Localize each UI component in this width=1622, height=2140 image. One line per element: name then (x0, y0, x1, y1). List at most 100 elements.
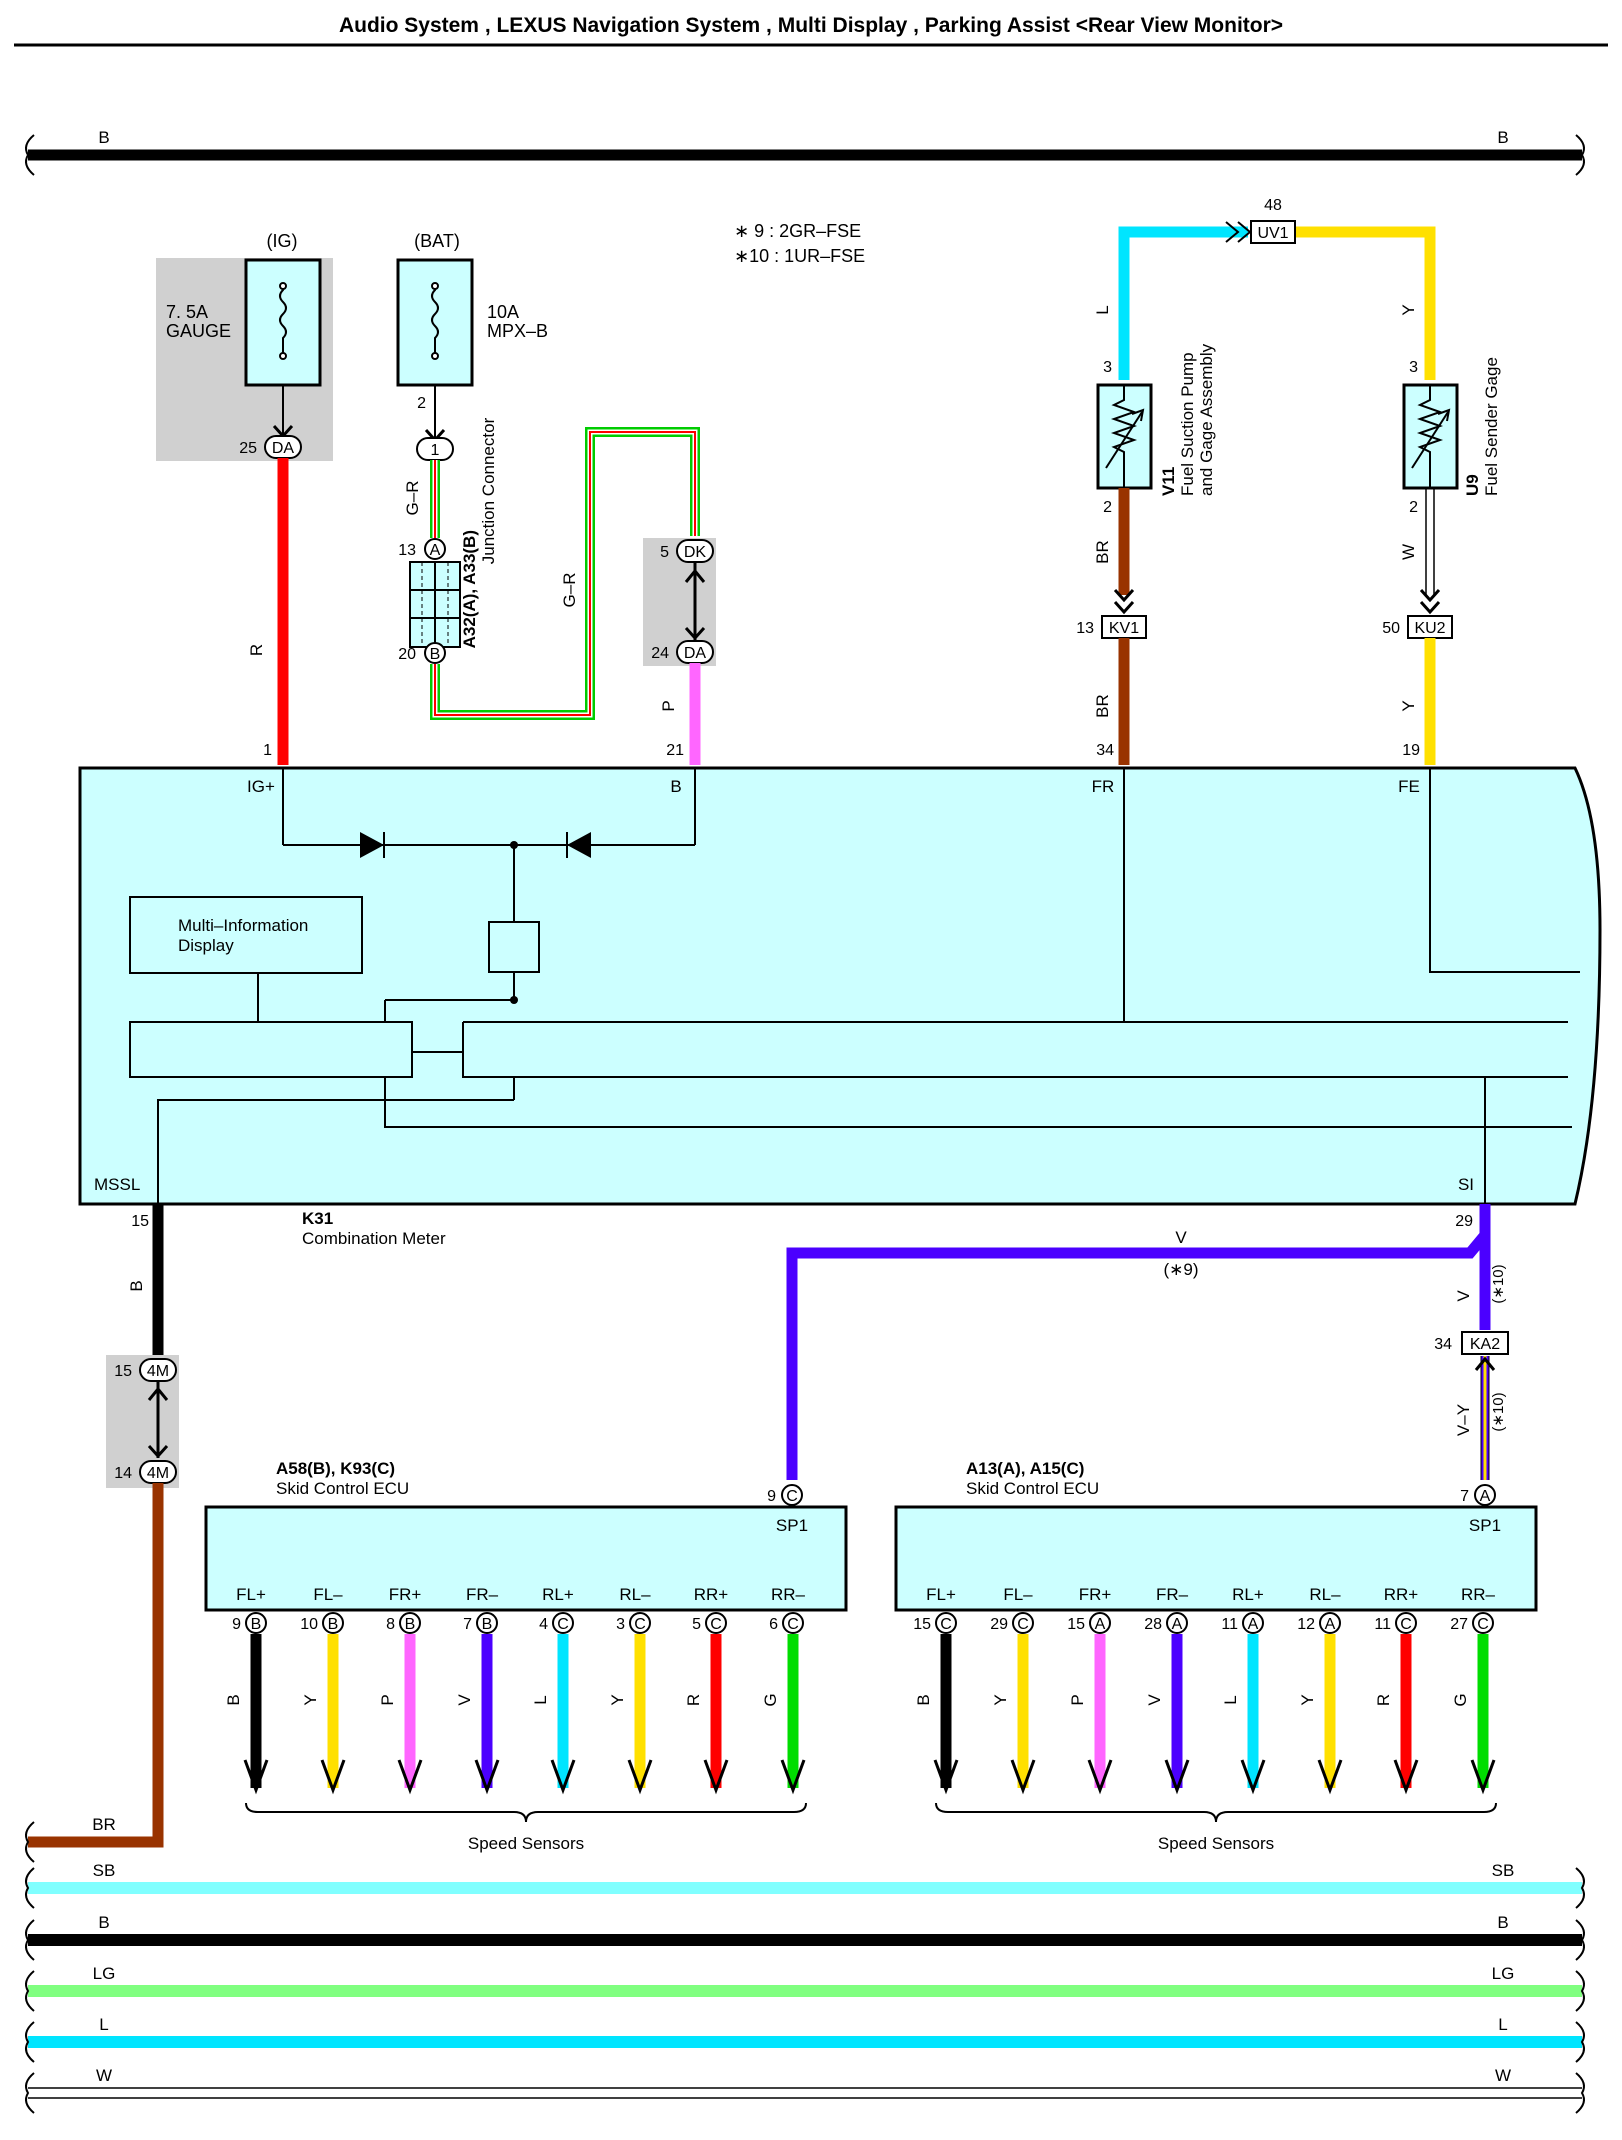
ecu_left-term-2-pin: 8 (386, 1616, 395, 1633)
ecu_left-term-5-wire-label: Y (608, 1694, 627, 1705)
ku2-conn-code: KU2 (1414, 620, 1445, 637)
ecu_left-sp1-pin: 9 (767, 1488, 776, 1505)
uv1-pin: 48 (1264, 197, 1282, 214)
mid-label-1: Multi–Information (178, 916, 308, 935)
ecu_right-term-1-conn-circle (1012, 1612, 1034, 1634)
page-title: Audio System , LEXUS Navigation System ,… (339, 14, 1283, 37)
pump-name-2: and Gage Assembly (1197, 343, 1216, 496)
ecu_left-term-6-pin: 5 (692, 1616, 701, 1633)
wire-vy-note: (∗10) (1490, 1392, 1507, 1431)
ecu_right-term-5-label: RL– (1309, 1585, 1341, 1604)
ecu_right-term-4-conn-circle (1242, 1612, 1264, 1634)
wire-b-mssl-label: B (127, 1280, 146, 1291)
kv1-conn-code: KV1 (1109, 620, 1139, 637)
ecu_right-term-6-conn-circle (1395, 1612, 1417, 1634)
ecu_left-term-3-pin: 7 (463, 1616, 472, 1633)
ecu_right-term-0-conn-circle (935, 1612, 957, 1634)
ecu_left-sp1-conn-letter: C (786, 1488, 798, 1505)
ecu_left-term-4-conn-circle (552, 1612, 574, 1634)
ka2-arrow-up (1474, 1356, 1496, 1371)
ecu_right-term-4-wire-label: L (1221, 1695, 1240, 1704)
wire-w-label: W (1399, 544, 1418, 560)
ecu_left-name: Skid Control ECU (276, 1479, 409, 1498)
bus-1-cap-left (25, 1867, 35, 1909)
wire-y-meter-label: Y (1399, 700, 1418, 711)
wire-l-label: L (1093, 305, 1112, 314)
ecu_left-term-4-wire-label: L (531, 1695, 550, 1704)
meter-pin-29: 29 (1455, 1213, 1473, 1230)
ecu_right-term-0-arrow (933, 1759, 959, 1795)
diode-right (567, 832, 591, 858)
ecu_right-term-6-conn-letter: C (1400, 1616, 1412, 1633)
ecu_left-term-5-label: RL– (619, 1585, 651, 1604)
meter-label-b: B (670, 777, 681, 796)
ecu_right-term-2-pin: 15 (1067, 1616, 1085, 1633)
meter-label-ig: IG+ (247, 777, 275, 796)
bus-2-cap-right (1575, 1919, 1585, 1961)
dk-conn-da-code: DA (684, 645, 707, 662)
wire-p-label: P (659, 700, 678, 711)
ecu_right-term-5-conn-letter: A (1325, 1616, 1336, 1633)
meter-name: Combination Meter (302, 1229, 446, 1248)
bat-fuse-box (396, 258, 474, 387)
ecu_left-term-5-pin: 3 (616, 1616, 625, 1633)
ka2-conn-box (1461, 1331, 1509, 1355)
ig-fuse-dot-bottom (279, 352, 287, 360)
ecu_left-sensors-brace (245, 1802, 807, 1823)
bus-3-cap-right (1575, 1970, 1585, 2012)
ig-conn-da-code: DA (272, 440, 295, 457)
ecu_left-term-4-label: RL+ (542, 1585, 574, 1604)
sender-variable-head (1437, 408, 1451, 422)
ecu_right-term-7-arrow (1470, 1759, 1496, 1795)
meter-pin-1: 1 (263, 742, 272, 759)
ecu_right-term-6-pin: 11 (1374, 1616, 1391, 1633)
ecu_left-term-3-label: FR– (466, 1585, 499, 1604)
pump-pin-2: 2 (1103, 499, 1112, 516)
note-9: ∗ 9 : 2GR–FSE (734, 221, 861, 241)
top-bus-label-right: B (1497, 128, 1508, 147)
mssl-arrow-down (147, 1444, 169, 1459)
ecu_right-term-0-pin: 15 (913, 1616, 931, 1633)
ecu_left-term-6-conn-letter: C (710, 1616, 722, 1633)
ecu_right-term-0-label: FL+ (926, 1585, 956, 1604)
meter-id: K31 (302, 1209, 333, 1228)
sender-pin-3: 3 (1409, 359, 1418, 376)
meter-int-mssl (157, 1099, 514, 1204)
jc-id: A32(A), A33(B) (460, 530, 479, 648)
ecu_right-term-3-conn-letter: A (1172, 1616, 1183, 1633)
jc-name: Junction Connector (479, 417, 498, 564)
uv1-arrow-2 (1225, 221, 1240, 243)
kv1-arrow-2 (1113, 600, 1135, 615)
ecu_left-term-4-pin: 4 (539, 1616, 548, 1633)
bus-4-label-right: L (1498, 2015, 1507, 2034)
bat-fuse-dot-top (431, 282, 439, 290)
bus-4-cap-right (1575, 2021, 1585, 2063)
wire-vy-label: V–Y (1454, 1404, 1473, 1436)
ecu_left-term-7-conn-circle (782, 1612, 804, 1634)
dk-conn-dk-code: DK (684, 544, 707, 561)
diode-left (360, 832, 384, 858)
wire-br-ground (28, 1483, 164, 1848)
ecu_right-name: Skid Control ECU (966, 1479, 1099, 1498)
bus-1-label-left: SB (93, 1861, 116, 1880)
ecu_left-term-0-wire-label: B (224, 1694, 243, 1705)
ecu_right-term-1-pin: 29 (990, 1616, 1008, 1633)
sender-name: Fuel Sender Gage (1482, 357, 1501, 496)
mssl-arrow-up (147, 1386, 169, 1401)
ecu_right-term-7-conn-circle (1472, 1612, 1494, 1634)
wire-gr-label-right: G–R (560, 573, 579, 608)
ig-fuse-box (244, 258, 322, 387)
ecu_left-sp1-conn-circle (781, 1484, 803, 1506)
ka2-pin: 34 (1434, 1336, 1452, 1353)
ecu_right-term-4-arrow (1240, 1759, 1266, 1795)
ecu_left-term-2-conn-circle (399, 1612, 421, 1634)
wire-v10-label: V (1454, 1290, 1473, 1302)
bat-supply-label: (BAT) (414, 231, 460, 251)
jc-conn-b-circle (424, 642, 446, 664)
ecu_left-term-1-conn-letter: B (328, 1616, 339, 1633)
dk-conn-dk-oval (676, 539, 714, 563)
ecu_right-id: A13(A), A15(C) (966, 1459, 1084, 1478)
ig-fuse-amp: 7. 5A (166, 302, 208, 322)
ecu_left-term-3-conn-letter: B (482, 1616, 493, 1633)
ecu_left-sensors-label: Speed Sensors (468, 1834, 584, 1853)
